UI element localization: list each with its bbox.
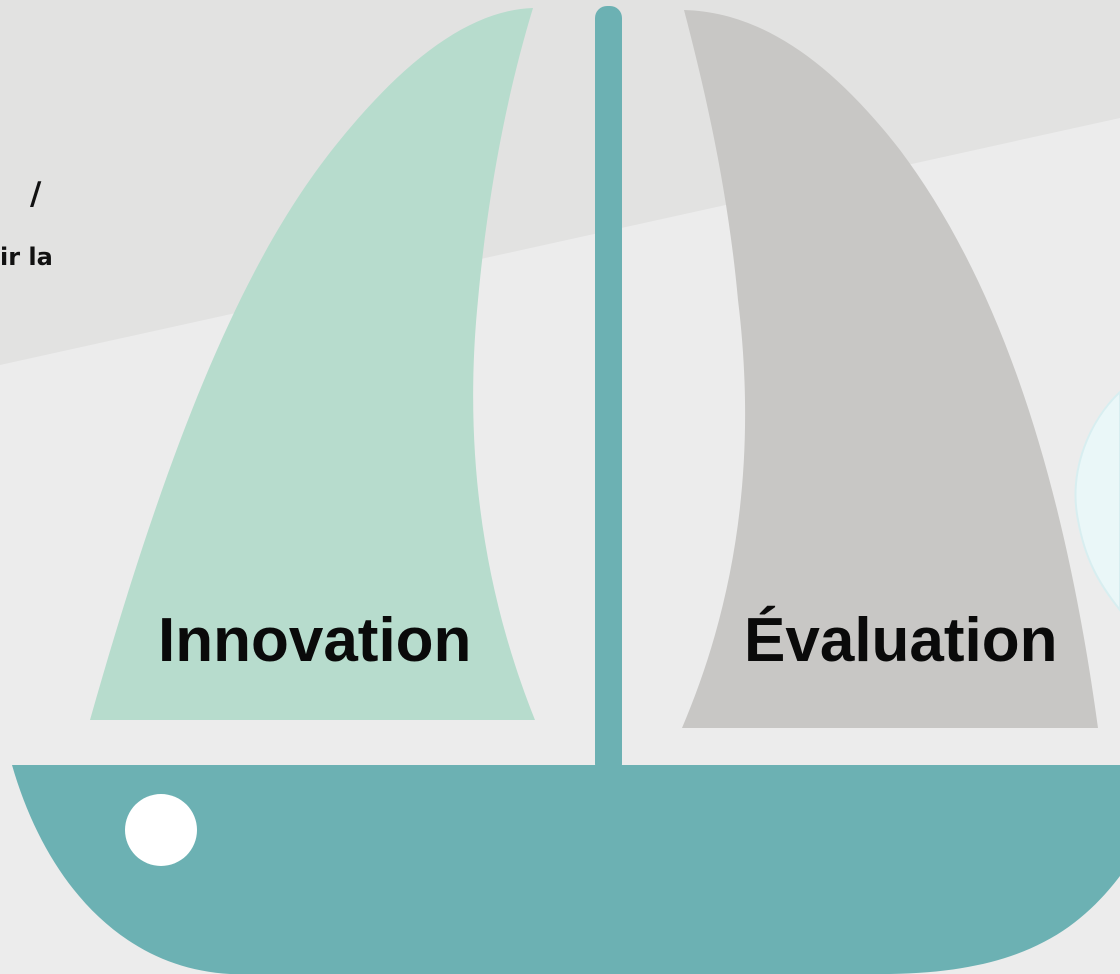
right-sail (682, 10, 1098, 728)
mast (595, 6, 622, 776)
left-sail (90, 8, 535, 720)
right-sail-label: Évaluation (744, 606, 1058, 675)
left-sail-label: Innovation (158, 606, 472, 675)
hull (12, 765, 1120, 974)
right-edge-bubble (1074, 390, 1120, 612)
porthole (125, 794, 197, 866)
cropped-subheading-fragment: ir la (0, 243, 53, 271)
cropped-heading-fragment: / (30, 176, 42, 212)
